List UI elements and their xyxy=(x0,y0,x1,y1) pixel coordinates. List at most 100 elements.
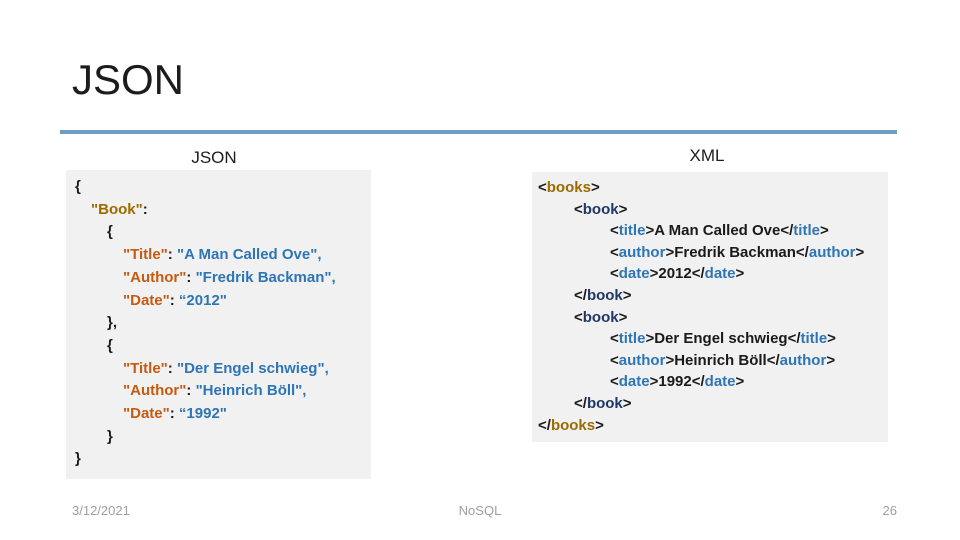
code-segment: : xyxy=(142,200,148,218)
code-segment: "Book" xyxy=(91,200,143,218)
code-segment: < xyxy=(610,243,619,261)
code-segment: book xyxy=(582,200,619,218)
code-segment: title xyxy=(800,330,828,348)
code-segment: < xyxy=(574,200,583,218)
code-segment: > xyxy=(819,222,829,240)
code-line: </books> xyxy=(538,415,888,437)
code-segment: "Author" xyxy=(123,382,187,400)
code-segment: date xyxy=(618,265,650,283)
code-line: <title>A Man Called Ove</title> xyxy=(538,220,888,242)
code-segment: > xyxy=(590,179,600,196)
code-segment: > xyxy=(735,373,745,391)
json-panel-header: JSON xyxy=(191,148,237,167)
xml-code-block: <books><book><title>A Man Called Ove</ti… xyxy=(532,172,888,442)
code-segment: author xyxy=(779,351,827,369)
code-segment: { xyxy=(107,336,113,354)
code-segment: > xyxy=(618,200,628,218)
code-segment: : xyxy=(167,359,177,377)
code-line: <author>Fredrik Backman</author> xyxy=(538,242,888,264)
code-segment: }, xyxy=(107,314,118,332)
code-segment: > xyxy=(826,351,836,369)
code-segment: < xyxy=(574,308,583,326)
code-line: { xyxy=(75,176,371,199)
code-segment: </ xyxy=(574,394,587,412)
code-segment: author xyxy=(618,243,666,261)
code-segment: author xyxy=(808,243,856,261)
code-segment: { xyxy=(75,178,81,195)
code-segment: > xyxy=(622,394,632,412)
code-line: <date>1992</date> xyxy=(538,371,888,393)
code-segment: book xyxy=(582,308,619,326)
code-segment: "Heinrich Böll", xyxy=(195,382,307,400)
code-segment: “1992" xyxy=(178,405,227,423)
footer-course-label: NoSQL xyxy=(458,503,502,518)
code-segment: book xyxy=(586,286,623,304)
code-line: } xyxy=(75,426,371,449)
xml-panel-header: XML xyxy=(689,146,725,165)
code-line: "Author": "Fredrik Backman", xyxy=(75,267,371,290)
code-segment: >Heinrich Böll</ xyxy=(665,351,780,369)
code-segment: books xyxy=(550,416,596,434)
code-line: "Author": "Heinrich Böll", xyxy=(75,380,371,403)
code-line: "Book": xyxy=(75,199,371,222)
code-segment: : xyxy=(186,268,196,286)
code-segment: author xyxy=(618,351,666,369)
code-segment: > xyxy=(622,286,632,304)
code-segment: “2012" xyxy=(178,291,227,309)
code-segment: : xyxy=(167,246,177,264)
code-segment: "Date" xyxy=(123,405,170,423)
code-segment: date xyxy=(704,265,736,283)
code-segment: </ xyxy=(538,416,551,434)
code-segment: >2012</ xyxy=(649,265,705,283)
code-segment: "A Man Called Ove", xyxy=(176,246,322,264)
code-segment: "Der Engel schwieg", xyxy=(176,359,329,377)
code-segment: date xyxy=(704,373,736,391)
footer-page-number: 26 xyxy=(882,503,897,518)
code-segment: >A Man Called Ove</ xyxy=(645,222,794,240)
code-segment: title xyxy=(618,222,646,240)
code-segment: >Fredrik Backman</ xyxy=(665,243,809,261)
code-segment: : xyxy=(186,382,196,400)
code-segment: "Author" xyxy=(123,268,187,286)
code-segment: < xyxy=(610,330,619,348)
code-segment: { xyxy=(107,223,113,241)
code-segment: </ xyxy=(574,286,587,304)
code-segment: > xyxy=(855,243,865,261)
code-segment: > xyxy=(735,265,745,283)
code-segment: } xyxy=(107,427,113,445)
code-segment: : xyxy=(169,405,179,423)
code-segment: < xyxy=(610,351,619,369)
code-line: "Date": “2012" xyxy=(75,290,371,313)
code-line: { xyxy=(75,221,371,244)
code-segment: title xyxy=(618,330,646,348)
code-segment: } xyxy=(75,450,81,468)
code-line: <date>2012</date> xyxy=(538,263,888,285)
slide-title: JSON xyxy=(72,56,185,103)
code-segment: : xyxy=(169,291,179,309)
code-segment: < xyxy=(538,179,547,196)
code-segment: < xyxy=(610,265,619,283)
code-segment: "Title" xyxy=(123,246,168,264)
code-line: <author>Heinrich Böll</author> xyxy=(538,350,888,372)
code-segment: > xyxy=(827,330,836,348)
code-segment: "Date" xyxy=(123,291,170,309)
code-segment: < xyxy=(610,222,619,240)
code-line: <title>Der Engel schwieg</title> xyxy=(538,328,888,350)
code-segment: >Der Engel schwieg</ xyxy=(645,330,801,348)
code-line: "Date": “1992" xyxy=(75,403,371,426)
code-segment: >1992</ xyxy=(649,373,705,391)
code-segment: > xyxy=(618,308,628,326)
code-segment: "Title" xyxy=(123,359,168,377)
json-code-block: {"Book":{"Title": "A Man Called Ove","Au… xyxy=(66,170,371,479)
code-segment: "Fredrik Backman", xyxy=(195,268,336,286)
title-divider-rule xyxy=(60,130,897,134)
code-segment: date xyxy=(618,373,650,391)
code-line: </book> xyxy=(538,393,888,415)
footer-date: 3/12/2021 xyxy=(72,503,130,518)
code-line: </book> xyxy=(538,285,888,307)
code-line: <book> xyxy=(538,199,888,221)
code-line: }, xyxy=(75,312,371,335)
code-line: } xyxy=(75,448,371,471)
code-segment: book xyxy=(586,394,623,412)
